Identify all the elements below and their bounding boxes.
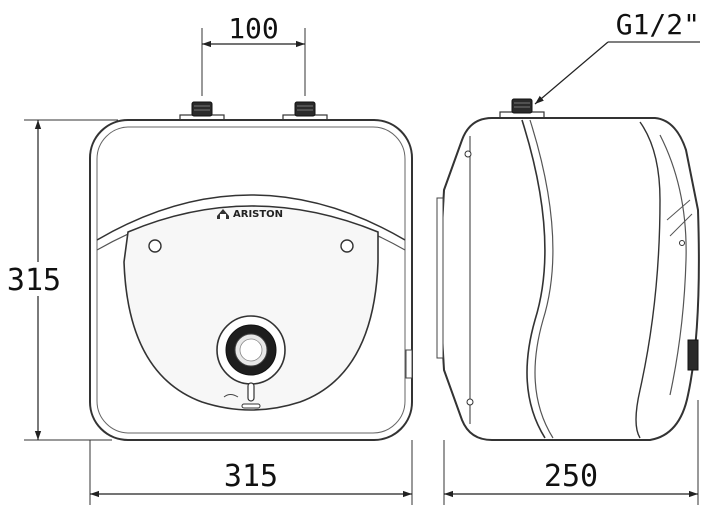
brand-logo-text: ARISTON	[233, 209, 283, 220]
brand-logo: ARISTON	[217, 209, 283, 220]
side-front-band	[521, 119, 546, 439]
front-top-band	[96, 194, 406, 241]
screw-left	[148, 239, 162, 253]
dimension-width: 315	[89, 440, 413, 505]
side-screw-bottom	[466, 398, 474, 406]
thermostat-dial	[216, 315, 286, 385]
dimension-label-depth: 250	[544, 459, 598, 494]
dimension-pipe-spacing: 100	[201, 12, 306, 96]
front-panel	[123, 205, 379, 411]
front-side-latch	[405, 349, 413, 379]
side-dial-knob	[687, 339, 699, 371]
side-screw-top	[464, 150, 472, 158]
side-body	[440, 117, 700, 441]
dimension-thread-callout: G1/2"	[534, 8, 700, 105]
dimension-label-100: 100	[228, 12, 279, 45]
dimension-label-width: 315	[224, 459, 278, 494]
dimension-height: 315	[0, 119, 118, 441]
dimension-label-height: 315	[7, 263, 61, 298]
side-front-cover	[635, 121, 661, 439]
front-view: ARISTON	[89, 101, 413, 441]
thread-label: G1/2"	[616, 8, 700, 41]
front-body-inner	[96, 126, 406, 434]
side-view	[436, 98, 700, 441]
side-pipe	[499, 98, 545, 120]
indicator-light	[241, 382, 261, 409]
screw-right	[340, 239, 354, 253]
front-pipe-left	[179, 101, 225, 123]
dimension-depth: 250	[443, 400, 699, 505]
small-mark	[223, 394, 239, 398]
front-pipe-right	[282, 101, 328, 123]
side-screw-front	[679, 240, 685, 246]
